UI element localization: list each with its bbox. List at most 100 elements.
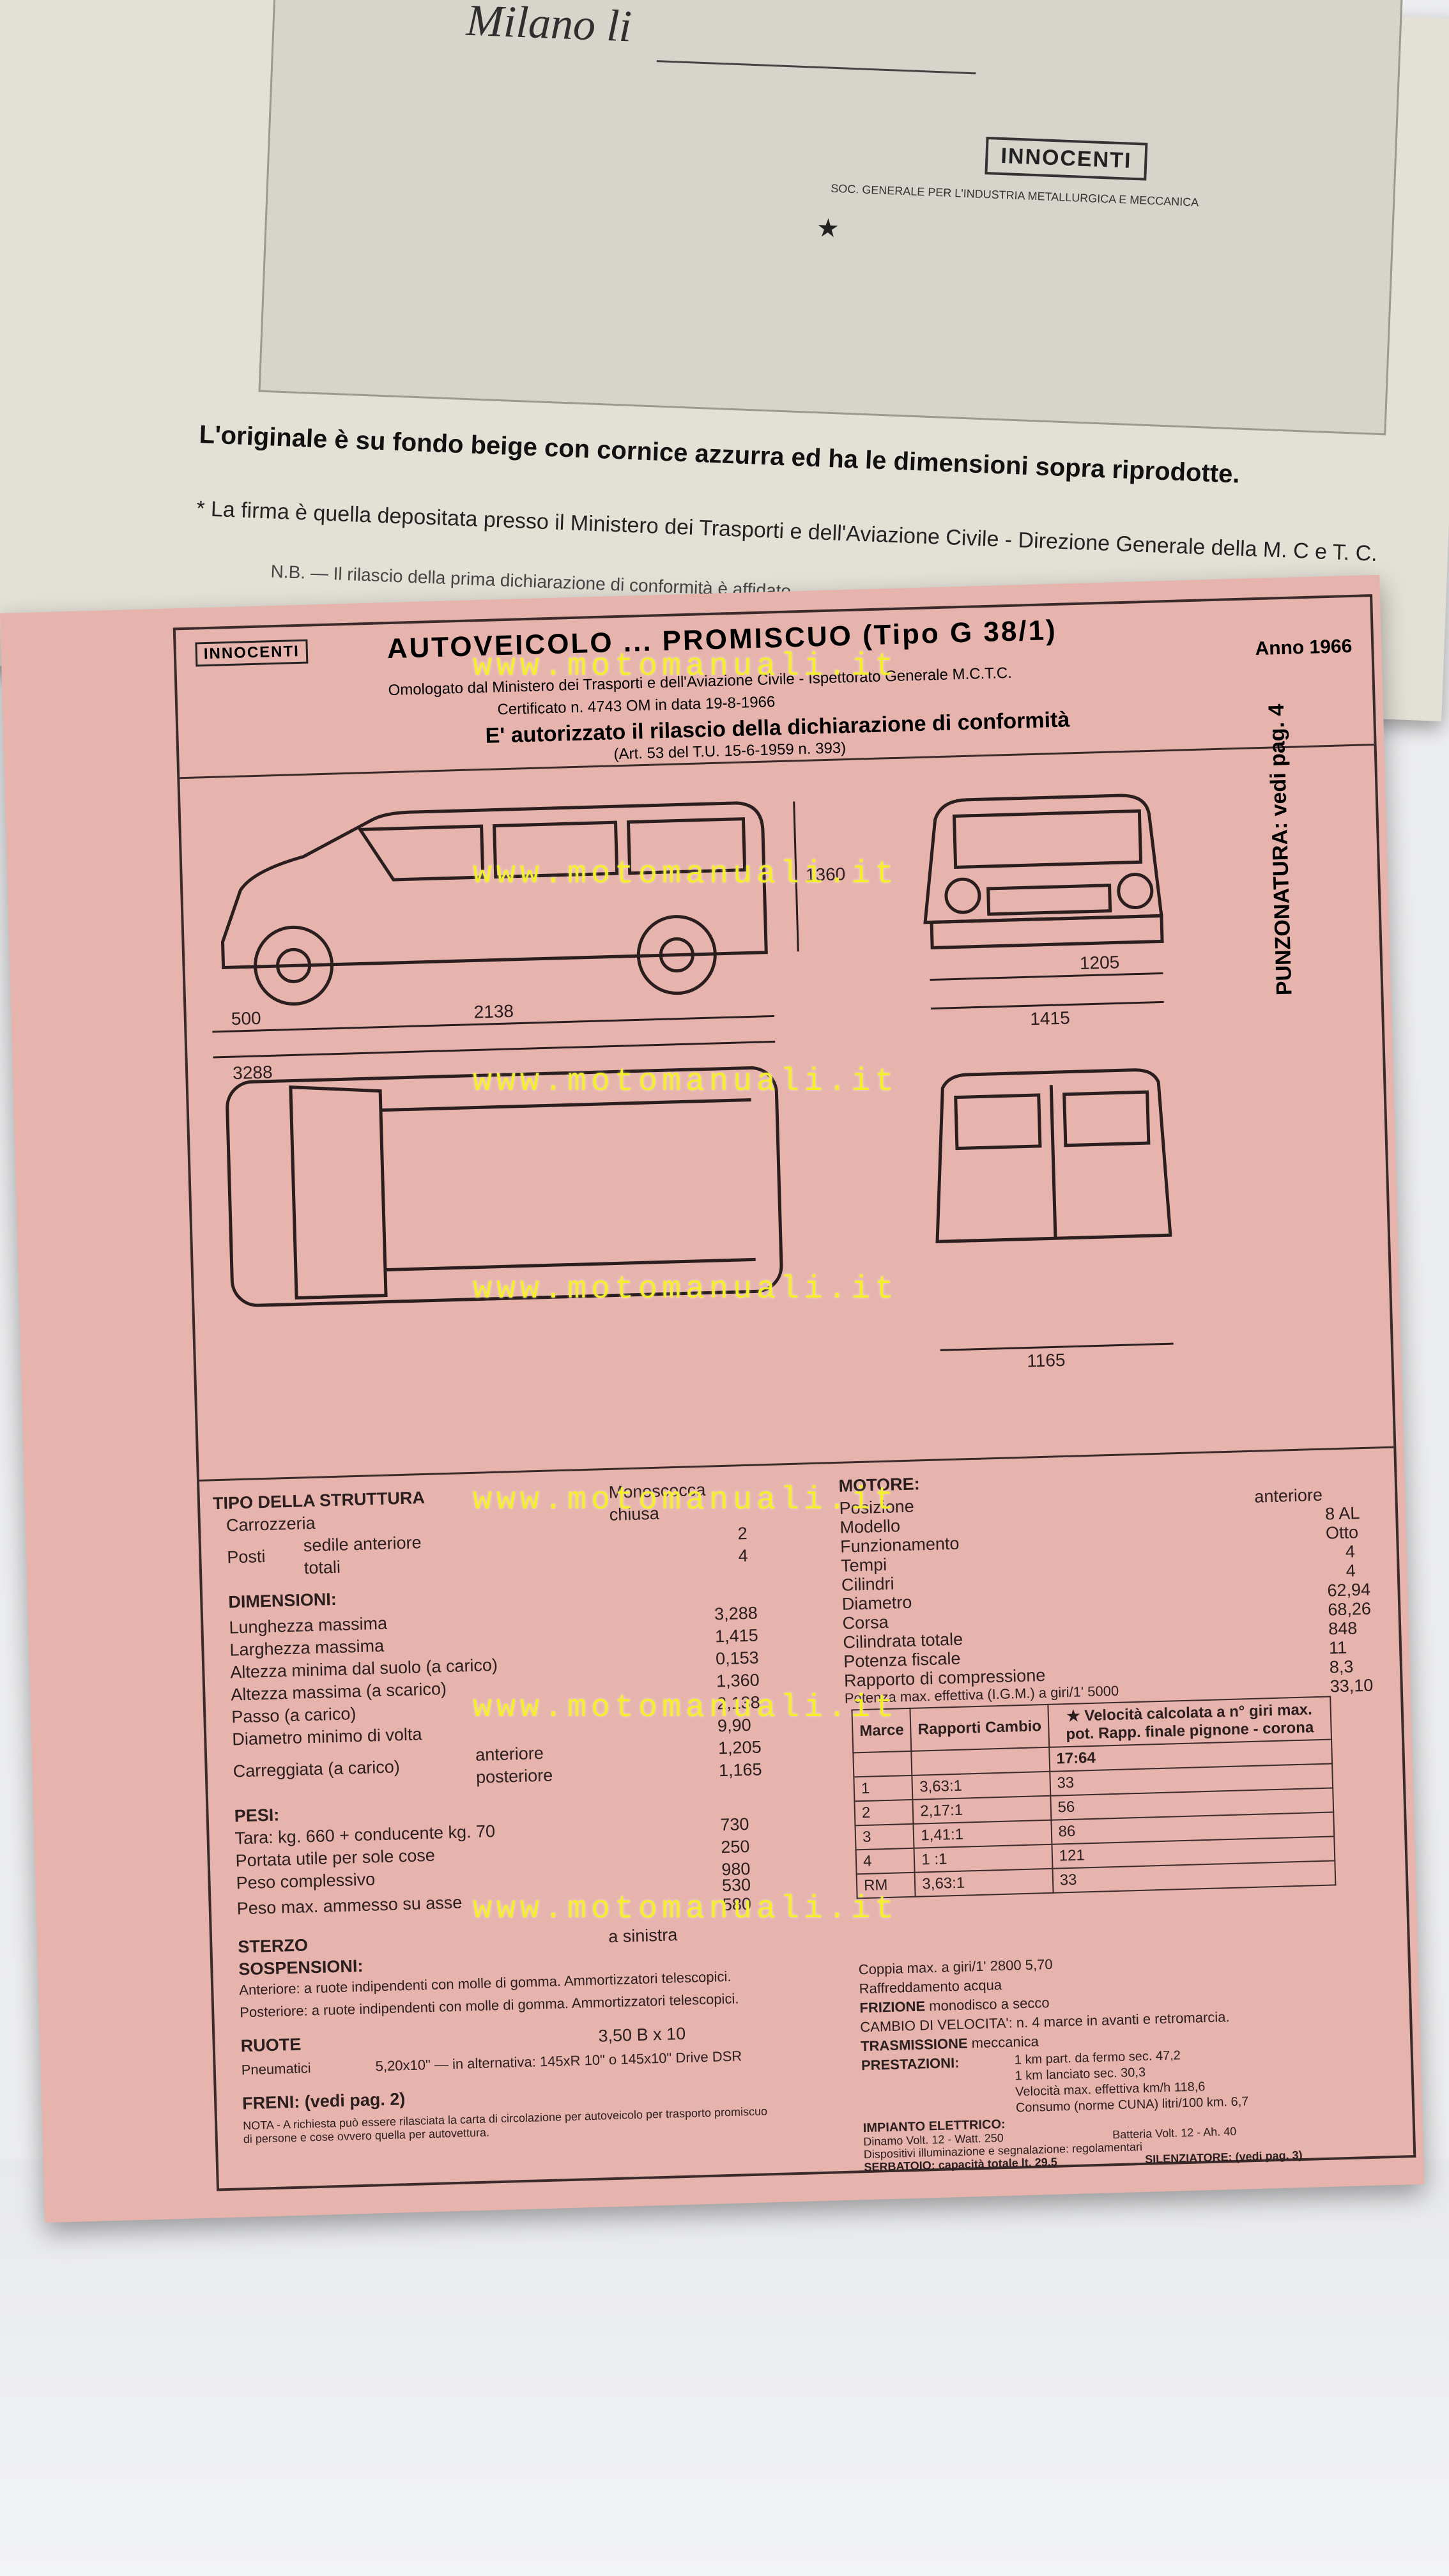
carrozzeria-label: Carrozzeria <box>226 1513 316 1535</box>
modello-label: Modello <box>839 1516 901 1537</box>
carreggiata-label: Carreggiata (a carico) <box>233 1757 401 1781</box>
carr-ant-value: 1,205 <box>717 1737 762 1758</box>
peso-compl-label: Peso complessivo <box>236 1869 376 1893</box>
dim-overhang: 500 <box>231 1008 261 1029</box>
larghezza-label: Larghezza massima <box>229 1636 385 1660</box>
star-icon: ★ <box>816 213 840 243</box>
specs-section: TIPO DELLA STRUTTURA Monoscocca Carrozze… <box>199 1446 1414 2191</box>
pneumatici-label: Pneumatici <box>241 2060 311 2078</box>
firma-note: * La firma è quella depositata presso il… <box>195 496 1378 566</box>
anno-label: Anno 1966 <box>1255 635 1353 660</box>
freni-label: FRENI: (vedi pag. 2) <box>241 2089 406 2113</box>
rear-view <box>935 1068 1172 1243</box>
spec-sheet: INNOCENTI AUTOVEICOLO ... PROMISCUO (Tip… <box>172 594 1416 2191</box>
pot-eff-value: 33,10 <box>1330 1675 1374 1696</box>
sheet-header: INNOCENTI AUTOVEICOLO ... PROMISCUO (Tip… <box>175 597 1374 779</box>
table-surface <box>0 2159 1449 2576</box>
km-lanciato: 1 km lanciato sec. 30,3 <box>1015 2065 1146 2083</box>
tempi-value: 4 <box>1345 1542 1356 1561</box>
watermark: www.motomanuali.it <box>473 1891 899 1928</box>
gear-header-velocita: ★ Velocità calcolata a n° giri max. pot.… <box>1048 1696 1331 1747</box>
carr-ant-label: anteriore <box>475 1743 544 1765</box>
portata-value: 250 <box>720 1836 750 1857</box>
watermark: www.motomanuali.it <box>473 1690 899 1726</box>
milano-text: Milano li <box>465 0 632 52</box>
cilindrata-value: 848 <box>1328 1618 1358 1639</box>
dim-wheelbase: 2138 <box>473 1001 514 1022</box>
silenziatore: SILENZIATORE: (vedi pag. 3) <box>1144 2149 1303 2166</box>
diametro-m-label: Diametro <box>841 1592 912 1614</box>
carr-post-value: 1,165 <box>718 1759 762 1781</box>
prestazioni-label: PRESTAZIONI: <box>861 2054 960 2074</box>
certificato-text: Certificato n. 4743 OM in data 19-8-1966 <box>497 693 776 719</box>
tara-value: 730 <box>719 1814 749 1835</box>
lunghezza-label: Lunghezza massima <box>229 1613 388 1637</box>
original-note: L'originale è su fondo beige con cornice… <box>199 420 1241 489</box>
side-view <box>220 801 768 1006</box>
funzionamento-value: Otto <box>1325 1522 1359 1543</box>
signature-line <box>656 60 976 75</box>
portata-label: Portata utile per sole cose <box>235 1845 436 1871</box>
watermark: www.motomanuali.it <box>473 1482 899 1519</box>
altezza-max-value: 1,360 <box>716 1670 760 1691</box>
cilindri-label: Cilindri <box>841 1574 894 1595</box>
trasmissione-line: TRASMISSIONE meccanica <box>860 2033 1039 2055</box>
altezza-min-label: Altezza minima dal suolo (a carico) <box>230 1655 498 1682</box>
tempi-label: Tempi <box>840 1554 887 1575</box>
front-page: INNOCENTI AUTOVEICOLO ... PROMISCUO (Tip… <box>0 574 1425 2223</box>
sterzo-label: STERZO <box>238 1935 309 1957</box>
rapporto-value: 8,3 <box>1329 1657 1354 1677</box>
posti-label: Posti <box>226 1546 266 1567</box>
passo-label: Passo (a carico) <box>231 1704 356 1727</box>
gear-cell: 3,63:1 <box>914 1868 1054 1897</box>
pesi-title: PESI: <box>234 1805 280 1826</box>
peso-max-label: Peso max. ammesso su asse <box>236 1892 463 1919</box>
batteria: Batteria Volt. 12 - Ah. 40 <box>1112 2124 1237 2142</box>
certificate-box: Milano li INNOCENTI SOC. GENERALE PER L'… <box>258 0 1403 436</box>
watermark: www.motomanuali.it <box>473 1064 899 1100</box>
gear-cell: 2,17:1 <box>912 1795 1052 1824</box>
sterzo-value: a sinistra <box>608 1925 678 1947</box>
totali-value: 4 <box>738 1545 749 1566</box>
dim-height: 1360 <box>805 864 845 885</box>
altezza-max-label: Altezza massima (a scarico) <box>230 1679 447 1705</box>
gear-cell: 2 <box>854 1799 914 1826</box>
diametro-label: Diametro minimo di volta <box>231 1724 422 1749</box>
ruote-value: 3,50 B x 10 <box>598 2023 686 2046</box>
sospensioni-title: SOSPENSIONI: <box>238 1956 364 1979</box>
innocenti-logo: INNOCENTI <box>195 639 309 667</box>
dim-length: 3288 <box>233 1062 273 1083</box>
km-fermo: 1 km part. da fermo sec. 47,2 <box>1014 2048 1181 2067</box>
watermark: www.motomanuali.it <box>473 1271 899 1308</box>
corsa-label: Corsa <box>842 1612 889 1633</box>
gear-header-rapporti: Rapporti Cambio <box>910 1704 1049 1751</box>
gear-cell: 1 <box>854 1775 913 1802</box>
funzionamento-label: Funzionamento <box>839 1533 960 1556</box>
modello-value: 8 AL <box>1324 1503 1360 1524</box>
gear-cell: 1,41:1 <box>913 1820 1052 1848</box>
sedile-label: sedile anteriore <box>303 1533 422 1556</box>
tara-label: Tara: kg. 660 + conducente kg. 70 <box>234 1821 496 1848</box>
gear-table: Marce Rapporti Cambio ★ Velocità calcola… <box>851 1696 1336 1899</box>
dim-track-front: 1205 <box>1080 952 1120 973</box>
gear-cell: 3,63:1 <box>912 1771 1051 1800</box>
altezza-min-value: 0,153 <box>715 1648 760 1669</box>
potenza-value: 11 <box>1328 1637 1347 1658</box>
car-diagram: 500 2138 3288 1360 1205 1415 1165 <box>212 793 1174 1371</box>
lunghezza-value: 3,288 <box>714 1603 758 1624</box>
stamp-subtitle: SOC. GENERALE PER L'INDUSTRIA METALLURGI… <box>830 181 1199 209</box>
ruote-label: RUOTE <box>240 2034 302 2056</box>
totali-label: totali <box>303 1557 341 1578</box>
dimension-lines <box>212 801 1174 1351</box>
gear-cell: 3 <box>855 1823 914 1850</box>
tipo-struttura-label: TIPO DELLA STRUTTURA <box>212 1487 425 1514</box>
dim-width: 1415 <box>1030 1008 1070 1029</box>
cilindri-value: 4 <box>1346 1561 1356 1581</box>
coppia-line: Coppia max. a giri/1' 2800 5,70 <box>858 1956 1053 1978</box>
frizione-line: FRIZIONE monodisco a secco <box>859 1994 1050 2016</box>
watermark: www.motomanuali.it <box>473 856 899 893</box>
pneumatici-value: 5,20x10" — in alternativa: 145xR 10" o 1… <box>375 2048 742 2074</box>
top-view <box>226 1066 783 1307</box>
sedile-value: 2 <box>737 1523 748 1544</box>
posizione-value: anteriore <box>1254 1485 1323 1506</box>
